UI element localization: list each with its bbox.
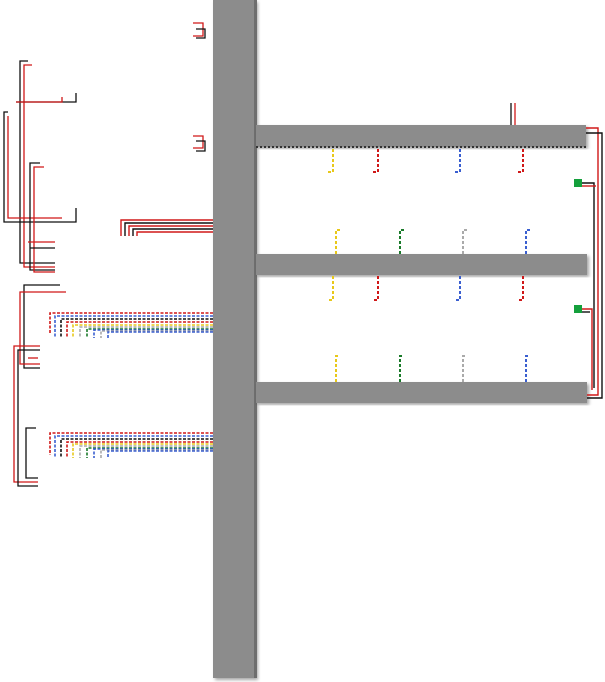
left-control-wiring-upper xyxy=(3,60,77,273)
top-riser-wires xyxy=(510,103,516,125)
risers-middle-bus xyxy=(335,229,530,254)
top-feed-marks xyxy=(193,22,206,152)
horizontal-bus-bottom xyxy=(256,382,587,403)
risers-bottom-bus xyxy=(335,355,530,382)
horizontal-bus-middle xyxy=(256,254,587,275)
left-control-wiring-lower xyxy=(13,284,66,487)
harness-lower xyxy=(49,432,213,458)
main-vertical-bus xyxy=(213,0,257,678)
trunk-feed-wires xyxy=(120,219,213,236)
connector-lower xyxy=(574,305,582,313)
drops-middle-bus xyxy=(328,276,524,301)
harness-upper xyxy=(49,312,213,338)
connector-upper xyxy=(574,179,582,187)
drops-top-bus xyxy=(328,149,524,173)
horizontal-bus-top xyxy=(256,125,586,148)
right-loop-wires xyxy=(580,127,603,399)
